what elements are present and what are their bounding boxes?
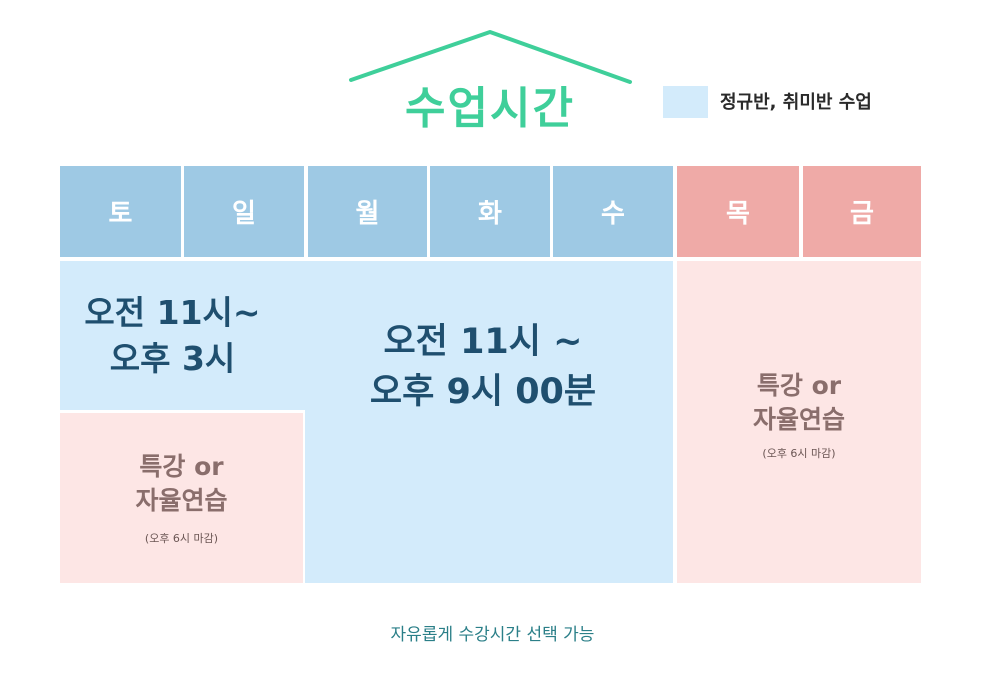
thu-fri-special-note: (오후 6시 마감) — [762, 447, 836, 460]
day-header-sun: 일 — [184, 166, 304, 257]
weekend-special-note: (오후 6시 마감) — [144, 532, 219, 545]
weekday-class-block: 오전 11시 ~ 오후 9시 00분 — [305, 261, 673, 583]
weekend-class-time-start: 오전 11시~ — [84, 292, 261, 332]
day-header-tue: 화 — [430, 166, 550, 257]
weekday-class-time-start: 오전 11시 ~ — [383, 322, 583, 362]
legend-label: 정규반, 취미반 수업 — [720, 92, 872, 113]
weekend-special-line2: 자율연습 — [135, 486, 228, 515]
day-header-thu: 목 — [677, 166, 799, 257]
thu-fri-special-block: 특강 or 자율연습 (오후 6시 마감) — [677, 261, 921, 583]
page-title: 수업시간 — [405, 83, 575, 134]
day-header-fri: 금 — [803, 166, 921, 257]
day-header-wed: 수 — [553, 166, 673, 257]
legend-swatch — [663, 86, 708, 118]
footer-note: 자유롭게 수강시간 선택 가능 — [390, 625, 595, 645]
day-header-mon: 월 — [308, 166, 427, 257]
thu-fri-special-line2: 자율연습 — [752, 405, 845, 434]
day-header-sat: 토 — [60, 166, 181, 257]
weekend-class-time-end: 오후 3시 — [109, 338, 236, 378]
weekend-class-block: 오전 11시~ 오후 3시 — [60, 261, 305, 410]
weekday-class-time-end: 오후 9시 00분 — [369, 372, 597, 412]
weekend-special-block: 특강 or 자율연습 (오후 6시 마감) — [60, 413, 303, 583]
house-roof-icon — [349, 30, 632, 84]
thu-fri-special-line1: 특강 or — [756, 371, 842, 400]
weekend-special-line1: 특강 or — [139, 452, 224, 481]
